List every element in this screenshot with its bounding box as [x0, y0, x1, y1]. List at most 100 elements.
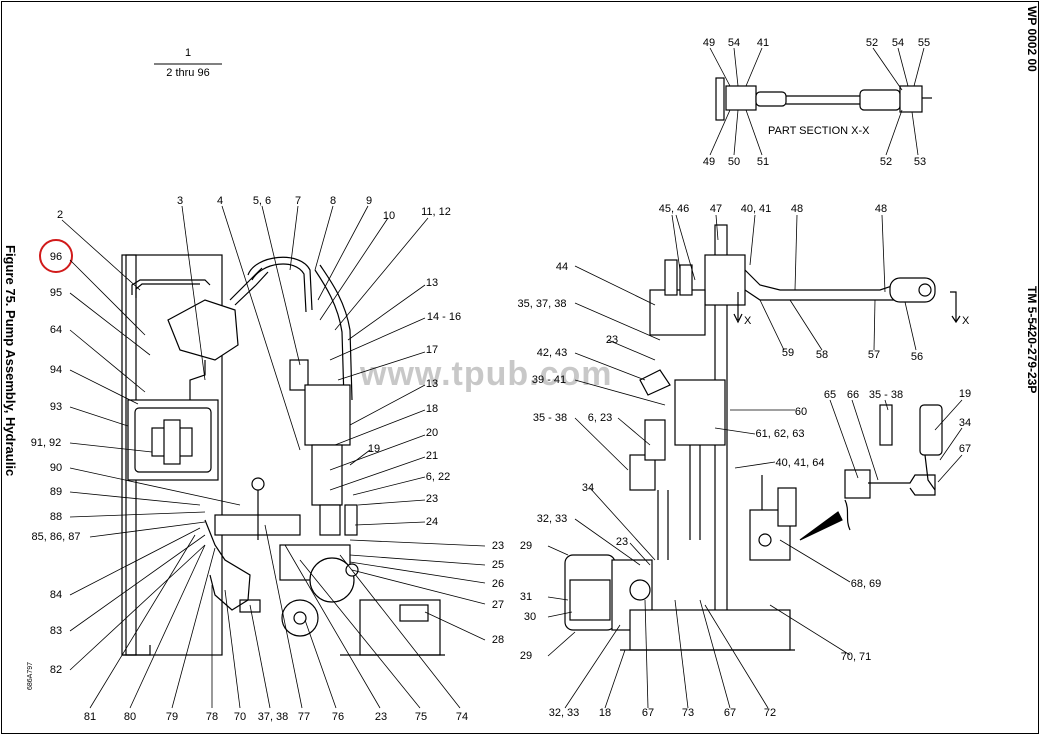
callout-label: 9: [366, 195, 372, 207]
callout-label: 7: [295, 195, 301, 207]
callout-label: 20: [426, 427, 438, 439]
callout-label: 14 - 16: [427, 311, 461, 323]
callout-label: 34: [582, 482, 594, 494]
callout-label: 2: [57, 209, 63, 221]
callout-label: 81: [84, 711, 96, 723]
callout-label: 64: [50, 324, 62, 336]
callout-label: 72: [764, 707, 776, 719]
callout-label: 31: [520, 591, 532, 603]
figure-caption: Figure 75. Pump Assembly, Hydraulic: [3, 245, 18, 476]
callout-label: 28: [492, 634, 504, 646]
callout-label: 40, 41: [741, 203, 772, 215]
callout-label: 44: [556, 261, 568, 273]
callout-label: 59: [782, 347, 794, 359]
callout-label: 21: [426, 450, 438, 462]
callout-label: 45, 46: [659, 203, 690, 215]
callout-label: 80: [124, 711, 136, 723]
index-callout: 1 2 thru 96: [154, 47, 222, 79]
callout-label: 27: [492, 599, 504, 611]
callout-label: 76: [332, 711, 344, 723]
callout-label: 77: [298, 711, 310, 723]
callout-label: 53: [914, 156, 926, 168]
callout-label: 54: [892, 37, 904, 49]
callout-label: 67: [724, 707, 736, 719]
leader-lines: [61, 47, 963, 709]
callout-label: 83: [50, 625, 62, 637]
callout-label: 67: [959, 443, 971, 455]
index-denominator: 2 thru 96: [166, 67, 209, 79]
callout-label: 73: [682, 707, 694, 719]
callout-label: 52: [866, 37, 878, 49]
callout-label: 25: [492, 559, 504, 571]
callout-label: 10: [383, 210, 395, 222]
callout-label: 52: [880, 156, 892, 168]
callout-label: 75: [415, 711, 427, 723]
index-numerator: 1: [185, 47, 191, 59]
callout-label: 29: [520, 540, 532, 552]
callout-label: 18: [426, 403, 438, 415]
callout-label: 42, 43: [537, 347, 568, 359]
callout-label: 35 - 38: [869, 389, 903, 401]
callout-label: 32, 33: [537, 513, 568, 525]
callout-label: 70: [234, 711, 246, 723]
callout-label: 4: [217, 195, 223, 207]
callout-labels: 2 3 4 5, 6 7 8 9 10 11, 12 13 14 - 16 17…: [31, 37, 971, 723]
callout-label: 11, 12: [421, 206, 451, 218]
callout-label: 91, 92: [31, 437, 62, 449]
callout-label: 32, 33: [549, 707, 580, 719]
callout-label: 41: [757, 37, 769, 49]
callout-label: 56: [911, 351, 923, 363]
section-marker-x: X: [962, 315, 970, 327]
callout-label: 17: [426, 344, 438, 356]
callout-label: 40, 41, 64: [776, 457, 825, 469]
callout-label: 29: [520, 650, 532, 662]
callout-label: 78: [206, 711, 218, 723]
callout-label: 50: [728, 156, 740, 168]
callout-label: 23: [492, 540, 504, 552]
callout-label: 13: [426, 378, 438, 390]
callout-label: 54: [728, 37, 740, 49]
callout-label: 39 - 41: [532, 374, 566, 386]
left-assembly-view: [121, 254, 445, 656]
callout-label: 60: [795, 406, 807, 418]
callout-label: 3: [177, 195, 183, 207]
section-title: PART SECTION X-X: [768, 125, 870, 137]
callout-label: 84: [50, 589, 62, 601]
highlight-circle: [39, 239, 73, 273]
callout-label: 90: [50, 462, 62, 474]
callout-label: 88: [50, 511, 62, 523]
callout-label: 95: [50, 287, 62, 299]
callout-label: 79: [166, 711, 178, 723]
callout-label: 26: [492, 578, 504, 590]
right-assembly-view: [564, 224, 961, 651]
callout-label-highlighted: 96: [50, 251, 62, 263]
callout-label: 48: [791, 203, 803, 215]
callout-label: 23: [426, 493, 438, 505]
callout-label: 8: [330, 195, 336, 207]
callout-label: 51: [757, 156, 769, 168]
section-marker-x: X: [744, 315, 752, 327]
callout-label: 74: [456, 711, 468, 723]
callout-label: 13: [426, 277, 438, 289]
callout-label: 58: [816, 349, 828, 361]
callout-label: 49: [703, 156, 715, 168]
callout-label: 85, 86, 87: [32, 531, 81, 543]
callout-label: 19: [959, 388, 971, 400]
callout-label: 6, 23: [588, 412, 612, 424]
callout-label: 18: [599, 707, 611, 719]
callout-label: 66: [847, 389, 859, 401]
callout-label: 89: [50, 486, 62, 498]
callout-label: 34: [959, 417, 971, 429]
callout-label: 47: [710, 203, 722, 215]
part-section-detail: [715, 77, 932, 121]
callout-label: 6, 22: [426, 471, 450, 483]
callout-label: 57: [868, 349, 880, 361]
callout-label: 35, 37, 38: [518, 298, 567, 310]
callout-label: 61, 62, 63: [756, 428, 805, 440]
watermark: www.tpub.com: [359, 355, 613, 393]
callout-label: 30: [524, 611, 536, 623]
callout-label: 67: [642, 707, 654, 719]
